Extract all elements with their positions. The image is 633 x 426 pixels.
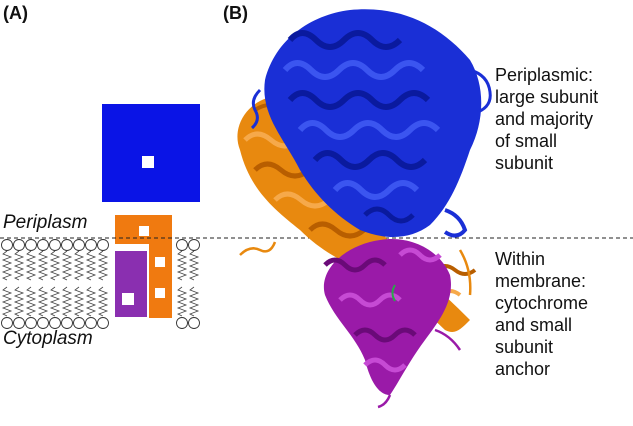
small-subunit-anchor-block	[149, 244, 172, 318]
protein-large-subunit	[250, 9, 492, 238]
cytoplasm-label: Cytoplasm	[3, 328, 93, 349]
protein-structure	[237, 9, 492, 409]
membrane-annotation: Within membrane: cytochrome and small su…	[495, 248, 588, 380]
membrane-lipids-right	[176, 239, 200, 329]
panel-b-label: (B)	[223, 3, 248, 23]
panel-a-label: (A)	[3, 3, 28, 23]
large-subunit-block	[102, 104, 200, 202]
membrane-line: subunit	[495, 337, 554, 357]
periplasm-label: Periplasm	[3, 212, 88, 233]
periplasmic-line: large subunit	[495, 87, 599, 107]
cytochrome-block	[115, 251, 147, 317]
small-subunit-cofactor-3	[155, 288, 165, 298]
membrane-line: Within	[495, 249, 546, 269]
cytochrome-cofactor	[122, 293, 134, 305]
periplasmic-line: and majority	[495, 109, 594, 129]
periplasmic-line: Periplasmic:	[495, 65, 594, 85]
membrane-line: cytochrome	[495, 293, 589, 313]
membrane-line: membrane:	[495, 271, 587, 291]
periplasmic-line: of small	[495, 131, 558, 151]
protein-cytochrome	[323, 239, 462, 409]
periplasmic-annotation: Periplasmic: large subunit and majority …	[495, 64, 598, 174]
small-subunit-cofactor-2	[155, 257, 165, 267]
membrane-line: and small	[495, 315, 573, 335]
small-subunit-cofactor-1	[139, 226, 149, 236]
large-subunit-cofactor	[142, 156, 154, 168]
membrane-lipids-left	[1, 239, 109, 329]
periplasmic-line: subunit	[495, 153, 554, 173]
membrane-line: anchor	[495, 359, 551, 379]
